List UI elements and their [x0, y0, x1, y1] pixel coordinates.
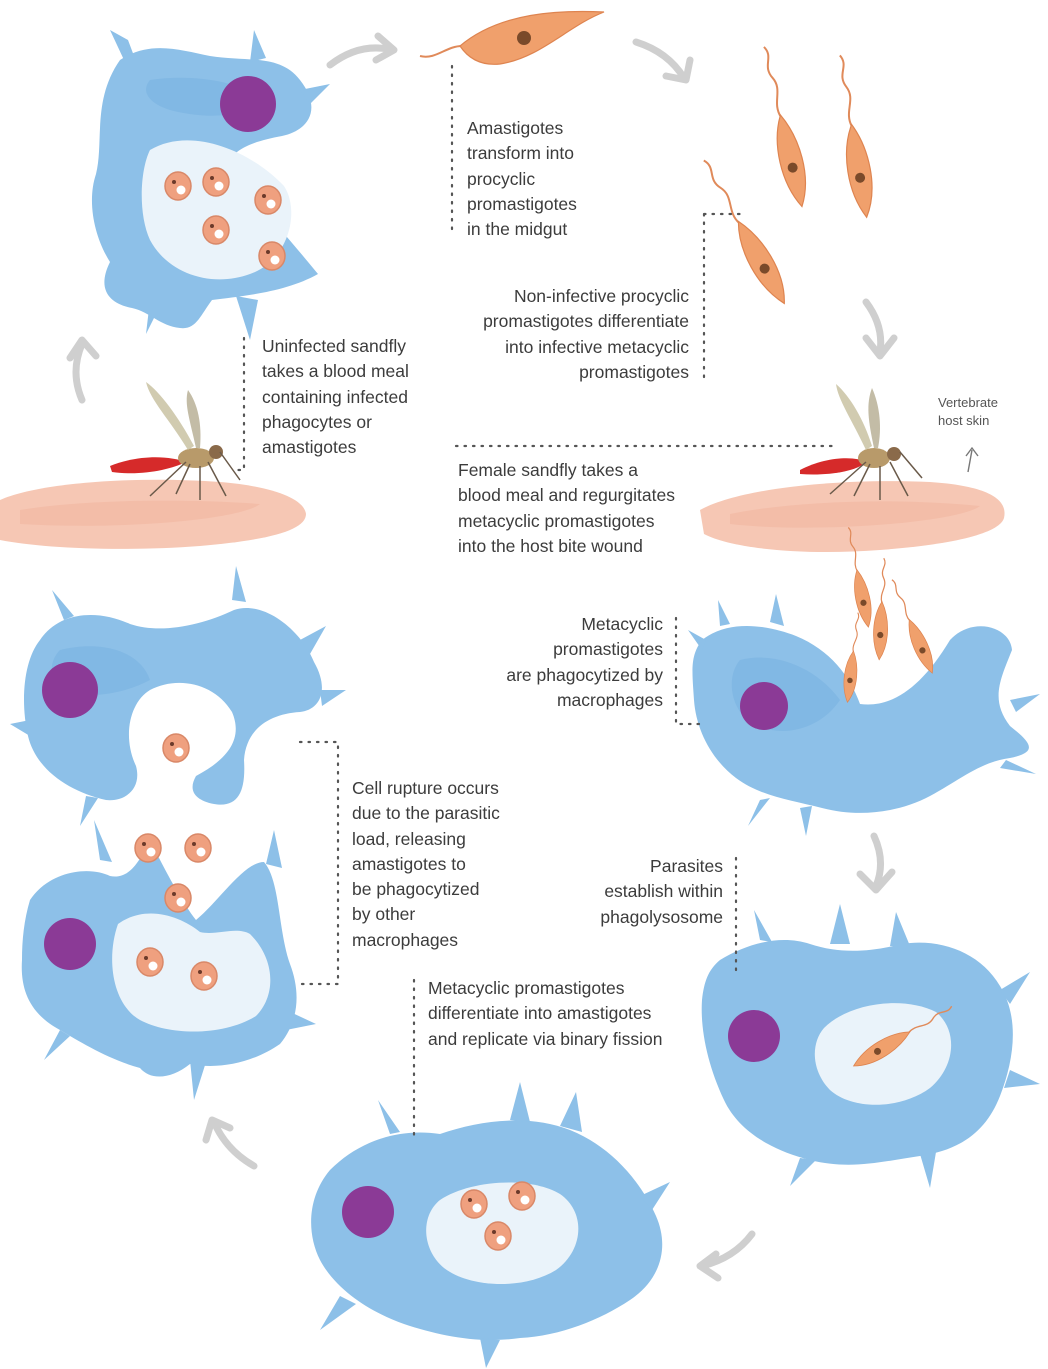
promastigote-top-icon	[420, 11, 604, 64]
rupturing-macrophage-icon	[10, 566, 346, 826]
arrow-left-up-icon	[70, 340, 96, 400]
label-cell-rupture: Cell rupture occurs due to the parasitic…	[352, 776, 500, 953]
label-amastigotes-transform: Amastigotes transform into procyclic pro…	[467, 116, 577, 242]
uninfected-sandfly-skin-icon	[0, 382, 306, 549]
label-female-sandfly: Female sandfly takes a blood meal and re…	[458, 458, 675, 559]
label-non-infective-procyclic: Non-infective procyclic promastigotes di…	[440, 284, 689, 385]
label-metacyclic-phagocytized: Metacyclic promastigotes are phagocytize…	[470, 612, 663, 713]
phagolysosome-macrophage-icon	[702, 904, 1040, 1188]
infected-macrophage-top-icon	[92, 30, 330, 340]
arrow-mid-right-down-icon	[860, 836, 892, 890]
replicating-macrophage-icon	[311, 1082, 670, 1368]
arrow-top-left-icon	[330, 36, 394, 65]
macrophage-phagocytizing-icon	[688, 526, 1040, 836]
arrow-top-right-icon	[636, 42, 690, 80]
label-parasites-establish: Parasites establish within phagolysosome	[566, 854, 723, 930]
label-metacyclic-differentiate: Metacyclic promastigotes differentiate i…	[428, 976, 662, 1052]
releasing-macrophage-icon	[22, 820, 316, 1100]
label-vertebrate-host-skin: Vertebrate host skin	[938, 394, 998, 430]
arrow-right-down-icon	[866, 302, 894, 356]
arrow-bottom-right-icon	[700, 1234, 752, 1278]
pointer-arrow-icon	[966, 448, 978, 472]
arrow-bottom-left-icon	[206, 1120, 254, 1166]
procyclic-promastigotes-icon	[696, 44, 876, 309]
label-uninfected-sandfly: Uninfected sandfly takes a blood meal co…	[262, 334, 409, 460]
